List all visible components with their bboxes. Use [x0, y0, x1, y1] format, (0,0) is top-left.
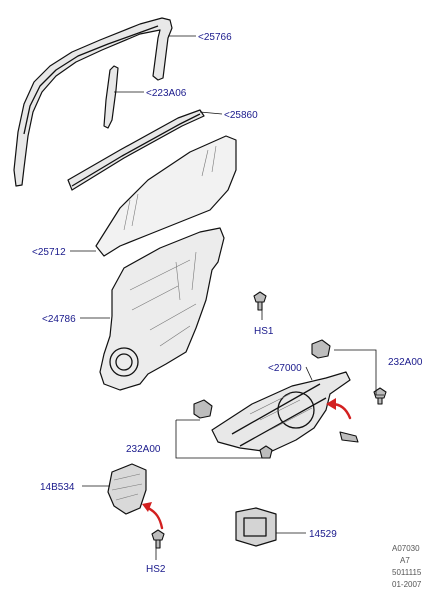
- label-223A06: <223A06: [146, 88, 187, 99]
- door-glass: [95, 135, 237, 257]
- reference-date: 01-2007: [392, 580, 422, 589]
- reference-number: 5011115: [392, 568, 422, 577]
- door-module-panel: [99, 227, 225, 391]
- regulator-pin: [339, 431, 359, 443]
- label-25712: <25712: [32, 247, 66, 258]
- glass-run-channel: [103, 65, 119, 129]
- reference-code: A07030: [392, 544, 420, 553]
- label-25860: <25860: [224, 110, 258, 121]
- reference-version: A7: [400, 556, 410, 565]
- label-hs2: HS2: [146, 564, 166, 575]
- leader-lines: [70, 35, 384, 560]
- label-hs1: HS1: [254, 326, 274, 337]
- label-232A00-right: 232A00: [388, 357, 423, 368]
- label-27000: <27000: [268, 363, 302, 374]
- window-switch: [235, 507, 277, 547]
- bolt-right: [373, 387, 387, 405]
- belt-weatherstrip: [67, 109, 205, 191]
- label-14B534: 14B534: [40, 482, 75, 493]
- bracket-left: [193, 399, 273, 459]
- label-24786: <24786: [42, 314, 76, 325]
- label-232A00-left: 232A00: [126, 444, 161, 455]
- label-25766: <25766: [198, 32, 232, 43]
- label-14529: 14529: [309, 529, 337, 540]
- window-regulator: [211, 371, 351, 453]
- install-arrow-motor: [142, 502, 164, 530]
- screw-hs2: [151, 529, 165, 549]
- screw-hs1: [253, 291, 267, 311]
- window-motor: [107, 463, 147, 515]
- door-frame-seal: [13, 17, 173, 187]
- install-arrow-regulator: [326, 398, 352, 420]
- bracket-right-upper: [311, 339, 331, 359]
